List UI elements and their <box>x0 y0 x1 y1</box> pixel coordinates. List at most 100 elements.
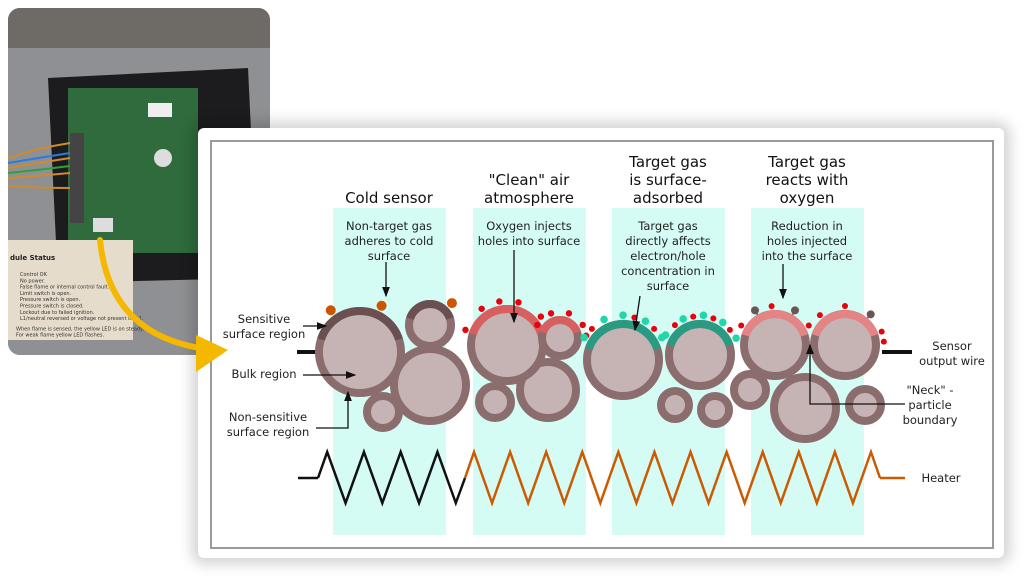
target-gas-molecule <box>679 315 687 323</box>
sensitive-surface-region <box>584 320 662 351</box>
status-label-line: Limit switch is open. <box>20 291 72 297</box>
reacted-gas-molecule <box>866 310 875 319</box>
column-title: oxygen <box>780 189 835 207</box>
oxygen-ion <box>588 325 595 332</box>
oxygen-ion <box>726 326 733 333</box>
oxygen-ion <box>878 328 885 335</box>
metal-oxide-particle <box>363 392 403 432</box>
status-label-line: For weak flame yellow LED flashes. <box>16 333 104 339</box>
sensitive-surface-region <box>317 307 403 341</box>
oxygen-ion <box>537 313 545 320</box>
photo-to-diagram-arrow <box>97 237 218 353</box>
column-title: "Clean" air <box>489 171 570 189</box>
label-neck-particle-boundary: boundary <box>903 413 958 427</box>
column-description: concentration in <box>621 264 715 278</box>
metal-oxide-particle <box>697 392 733 428</box>
sensitive-surface-region <box>811 310 879 337</box>
oxygen-ion <box>534 321 541 329</box>
column-description: directly affects <box>625 234 710 248</box>
status-label-line: Pressure switch is closed. <box>20 304 84 310</box>
column-description: Reduction in <box>771 219 843 233</box>
oxygen-ion <box>768 303 775 310</box>
status-label-line: L1/neutral reversed or voltage not prese… <box>20 316 144 322</box>
target-gas-molecule <box>600 315 608 324</box>
target-gas-molecule <box>619 311 627 320</box>
metal-oxide-particle <box>730 370 770 410</box>
status-label-line: False flame or internal control fault. <box>20 285 110 291</box>
oxygen-ion <box>547 310 555 317</box>
label-sensor-output-wire: Sensor <box>932 339 972 353</box>
sensitive-surface-region <box>539 316 581 334</box>
sensitive-surface-region <box>406 300 454 321</box>
non-target-gas-molecule <box>325 305 336 316</box>
sensitive-surface-region <box>741 310 809 337</box>
column-title: Target gas <box>767 153 846 171</box>
oxygen-ion <box>651 325 658 332</box>
callout-arrow <box>806 343 905 405</box>
callout-arrow <box>632 295 641 332</box>
column-title: adsorbed <box>633 189 703 207</box>
sensitive-surface-region <box>666 320 734 347</box>
column-description: surface <box>368 249 411 263</box>
column-description: electron/hole <box>630 249 705 263</box>
column-title: Target gas <box>628 153 707 171</box>
circuit-board <box>68 88 198 253</box>
status-label-title: dule Status <box>10 254 55 262</box>
target-gas-molecule <box>732 334 740 342</box>
oxygen-ion <box>478 305 485 312</box>
column-description: holes injected <box>767 234 847 248</box>
label-non-sensitive-surface-region: Non-sensitive <box>229 410 307 424</box>
metal-oxide-particle <box>770 373 840 443</box>
target-gas-molecule <box>580 333 589 342</box>
reacted-gas-molecule <box>791 306 799 315</box>
label-non-sensitive-surface-region: surface region <box>227 425 310 439</box>
status-label-line: No power. <box>20 278 45 284</box>
status-label-line: When flame is sensed, the yellow LED is … <box>16 326 144 332</box>
column-title: is surface- <box>629 171 707 189</box>
column-description: Target gas <box>637 219 698 233</box>
metal-oxide-particle <box>390 345 470 425</box>
metal-oxide-particle <box>657 387 693 423</box>
oxygen-ion <box>496 298 503 305</box>
column-title: reacts with <box>766 171 849 189</box>
oxygen-ion <box>671 322 678 329</box>
arrowhead-icon <box>196 335 228 372</box>
target-gas-molecule <box>661 331 670 339</box>
metal-oxide-particle <box>475 382 515 422</box>
oxygen-ion <box>805 322 812 329</box>
status-label-line: Lockout due to failed ignition. <box>20 310 95 316</box>
oxygen-ion <box>631 314 638 321</box>
callout-arrow <box>316 390 352 429</box>
non-target-gas-molecule <box>446 298 457 309</box>
oxygen-ion <box>816 312 823 319</box>
oxygen-ion <box>515 299 522 306</box>
label-sensor-output-wire: output wire <box>919 354 985 368</box>
heater-coil <box>316 448 467 507</box>
oxygen-ion <box>462 326 469 334</box>
label-heater: Heater <box>921 471 960 485</box>
non-target-gas-molecule <box>376 300 387 311</box>
status-label-line: Pressure switch is open. <box>20 297 81 303</box>
column-description: surface <box>647 279 690 293</box>
status-label-line: Control OK <box>20 272 48 278</box>
column-description: adheres to cold <box>345 234 434 248</box>
target-gas-molecule <box>641 317 650 326</box>
oxygen-ion <box>690 313 697 320</box>
column-description: into the surface <box>762 249 853 263</box>
heater-coil <box>463 448 882 507</box>
oxygen-ion <box>842 303 848 309</box>
oxygen-ion <box>710 315 717 322</box>
oxygen-ion <box>738 322 745 329</box>
oxygen-ion <box>565 310 573 317</box>
target-gas-molecule <box>719 318 727 327</box>
label-sensitive-surface-region: Sensitive <box>238 312 290 326</box>
column-title: Cold sensor <box>345 189 434 207</box>
reacted-gas-molecule <box>751 306 759 315</box>
oxygen-ion <box>579 321 586 329</box>
column-description: holes into surface <box>478 234 580 248</box>
column-description: Non-target gas <box>346 219 432 233</box>
label-neck-particle-boundary: particle <box>908 398 951 412</box>
metal-oxide-particle <box>516 358 580 422</box>
oxygen-ion <box>880 338 887 345</box>
